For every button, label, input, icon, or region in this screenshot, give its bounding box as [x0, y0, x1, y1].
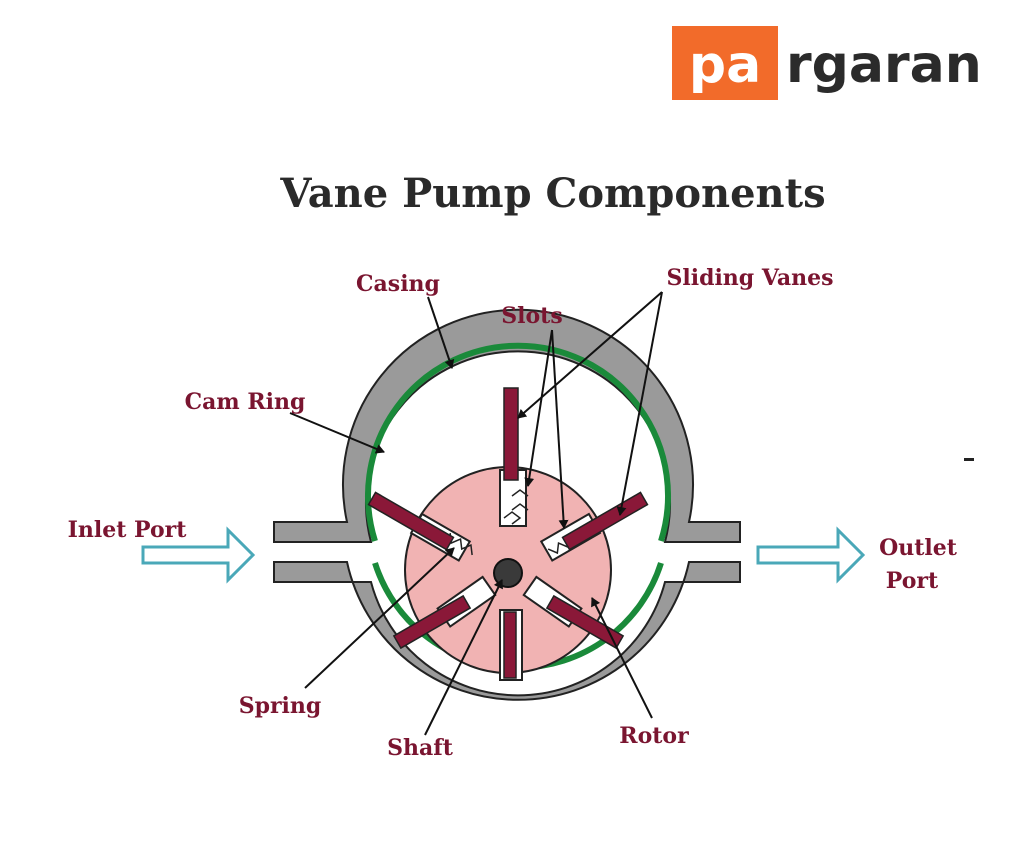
- leader-vanes-2: [616, 291, 663, 516]
- leader-slots-1: [524, 329, 553, 487]
- casing-top-half: [273, 308, 741, 543]
- label-rotor: Rotor: [619, 723, 689, 749]
- vane-lower-right: [545, 594, 625, 650]
- vane-top: [503, 387, 519, 481]
- label-sliding-vanes: Sliding Vanes: [666, 265, 833, 291]
- label-slots: Slots: [501, 303, 562, 329]
- leader-spring: [304, 547, 455, 689]
- label-spring: Spring: [239, 693, 322, 719]
- vane-bottom: [503, 611, 517, 679]
- inlet-arrow-icon: [141, 526, 256, 584]
- leader-vanes-1: [517, 291, 663, 419]
- leader-slots-2: [551, 329, 569, 529]
- label-port: Port: [886, 568, 939, 594]
- outlet-arrow-icon: [756, 526, 866, 584]
- dash-mark: [964, 458, 974, 461]
- logo-text-part1: pa: [689, 35, 761, 95]
- leader-lines: [289, 291, 663, 736]
- label-outlet: Outlet: [879, 535, 958, 561]
- leader-casing: [427, 296, 455, 369]
- casing: [273, 308, 741, 701]
- label-cam-ring: Cam Ring: [185, 389, 306, 415]
- leader-rotor: [591, 597, 653, 719]
- cam-ring-upper: [365, 342, 671, 542]
- casing-bottom-half: [273, 561, 741, 701]
- leader-cam-ring: [289, 412, 385, 454]
- label-shaft: Shaft: [387, 735, 454, 761]
- spring-top: [503, 489, 529, 525]
- diagram-title: Vane Pump Components: [279, 170, 825, 217]
- vane-left: [367, 491, 455, 551]
- leader-shaft: [424, 579, 503, 736]
- logo-box: [672, 26, 778, 100]
- shaft: [493, 558, 523, 588]
- vane-lower-left: [392, 594, 472, 650]
- label-casing: Casing: [356, 271, 440, 297]
- label-inlet-port: Inlet Port: [68, 517, 188, 543]
- pargaran-logo: pa rgaran: [672, 26, 982, 100]
- logo-text-part2: rgaran: [786, 35, 982, 95]
